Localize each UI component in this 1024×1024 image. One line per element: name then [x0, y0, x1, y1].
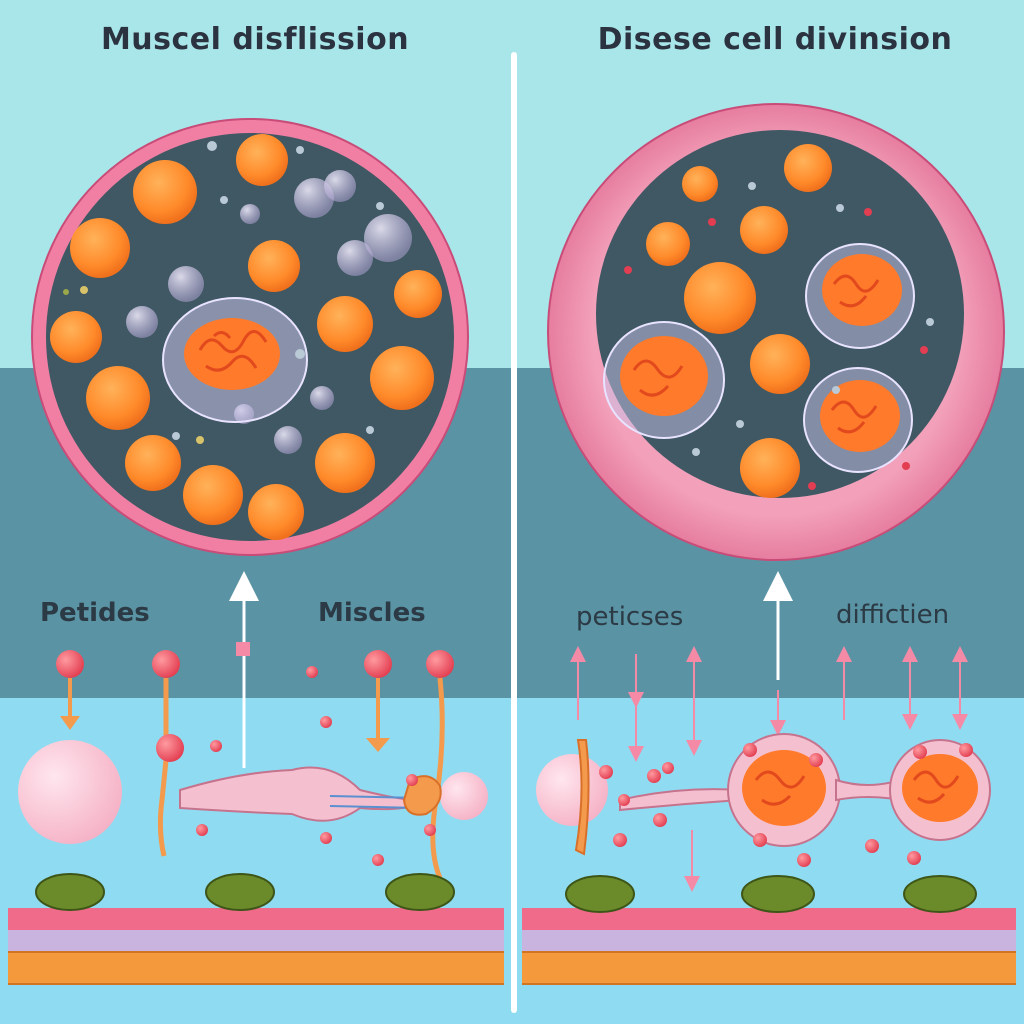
right-panel-title: Disese cell divinsion: [597, 22, 953, 57]
left-up-arrow: [229, 571, 259, 768]
left-red-dots: [196, 666, 436, 866]
right-label-peptides: peticses: [576, 602, 684, 632]
left-label-peptides: Petides: [40, 598, 150, 628]
left-small-granules: [63, 141, 384, 444]
left-pink-sphere: [18, 740, 122, 844]
left-label-muscles: Miscles: [318, 598, 426, 628]
tissue-layer-left: [8, 908, 504, 985]
left-peptides: [56, 650, 454, 879]
right-red-dots: [599, 743, 973, 867]
right-orange-organelles: [646, 144, 832, 498]
left-cell: [31, 118, 469, 556]
right-small-granules: [624, 182, 934, 490]
right-nuclei: [603, 243, 915, 473]
left-panel-title: Muscel disflission: [100, 22, 410, 57]
tissue-layer-right: [522, 908, 1016, 985]
right-label-diffusion: diffictien: [836, 600, 950, 630]
green-clusters: [35, 873, 977, 913]
left-orange-organelles: [50, 134, 442, 540]
left-pink-sphere-small: [440, 772, 488, 820]
left-nucleus: [162, 297, 308, 423]
left-vesicles: [126, 170, 412, 454]
right-pink-arrows: [570, 646, 968, 892]
right-pink-sphere: [536, 754, 608, 826]
right-cell: [547, 103, 1005, 561]
